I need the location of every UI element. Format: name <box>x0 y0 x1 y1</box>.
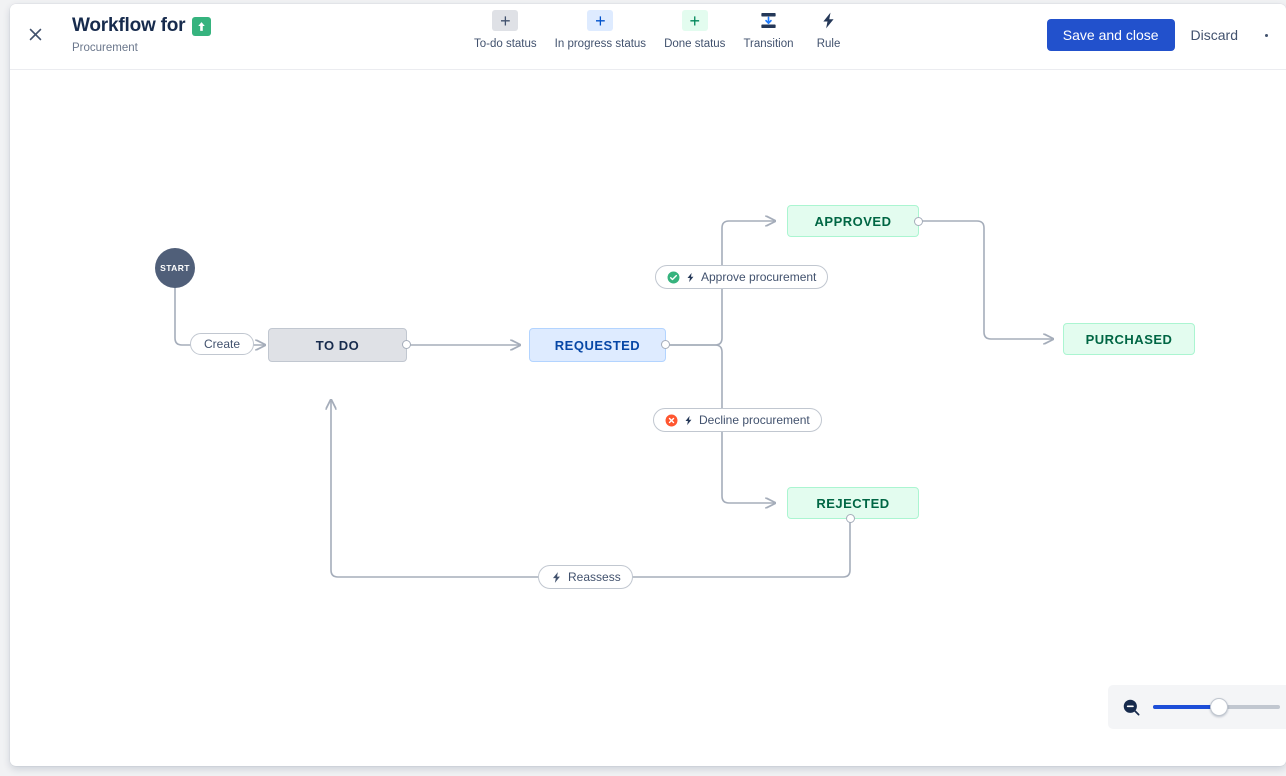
transition-icon <box>755 10 781 31</box>
toolbar-label: Transition <box>743 38 794 50</box>
status-node-label: TO DO <box>315 337 360 353</box>
port-rejected-bottom[interactable] <box>846 514 855 523</box>
transition-text: Reassess <box>568 570 621 584</box>
error-circle-icon <box>665 414 678 427</box>
bolt-icon <box>550 571 563 584</box>
zoom-control-panel <box>1108 685 1286 729</box>
bolt-icon <box>685 271 696 284</box>
port-to-do-right[interactable] <box>402 340 411 349</box>
plus-icon: + <box>492 10 519 31</box>
status-node-approved[interactable]: APPROVED <box>787 205 919 237</box>
editor-toolbar: + To-do status + In progress status + Do… <box>465 10 855 50</box>
close-icon <box>27 26 44 48</box>
page-subtitle: Procurement <box>72 42 138 54</box>
toolbar-label: Rule <box>816 38 841 50</box>
transition-text: Create <box>204 337 241 351</box>
transition-text: Decline procurement <box>699 413 810 427</box>
toolbar-item-transition[interactable]: Transition <box>734 10 802 50</box>
toolbar-label: Done status <box>664 38 726 50</box>
edge-rejected-to-reassess-right <box>614 518 851 578</box>
port-requested-right[interactable] <box>661 340 670 349</box>
title-block: Workflow for Procurement <box>72 14 212 55</box>
more-dot-icon <box>1264 33 1268 37</box>
workflow-canvas[interactable]: START TO DO REQUESTED APPROVED REJECTED … <box>10 70 1286 765</box>
workflow-editor-modal: Workflow for Procurement + To-do status … <box>10 4 1286 766</box>
transition-label-create[interactable]: Create <box>190 333 255 355</box>
header-actions: Save and close Discard <box>1046 19 1274 51</box>
edge-approved-to-purchased <box>917 220 1053 339</box>
plus-icon: + <box>681 10 708 31</box>
story-up-arrow-icon <box>192 16 212 36</box>
transition-label-decline-procurement[interactable]: Decline procurement <box>653 408 822 432</box>
zoom-slider-fill <box>1153 705 1220 709</box>
close-button[interactable] <box>18 20 52 54</box>
toolbar-item-done-status[interactable]: + Done status <box>655 10 734 50</box>
transition-text: Approve procurement <box>701 270 817 284</box>
transition-label-reassess[interactable]: Reassess <box>538 565 633 589</box>
toolbar-item-in-progress-status[interactable]: + In progress status <box>546 10 655 50</box>
page-title: Workflow for <box>72 15 186 36</box>
discard-button[interactable]: Discard <box>1179 19 1250 51</box>
start-node[interactable]: START <box>155 248 195 288</box>
status-node-requested[interactable]: REQUESTED <box>529 328 666 362</box>
status-node-label: APPROVED <box>814 213 892 229</box>
edge-layer <box>174 70 1286 578</box>
toolbar-item-todo-status[interactable]: + To-do status <box>465 10 546 50</box>
toolbar-item-rule[interactable]: Rule <box>803 10 855 50</box>
status-node-to-do[interactable]: TO DO <box>268 328 407 362</box>
edge-reassess-to-todo <box>331 400 539 578</box>
zoom-out-icon[interactable] <box>1122 698 1141 717</box>
status-node-label: REQUESTED <box>554 337 641 353</box>
bolt-icon <box>816 10 842 31</box>
editor-header: Workflow for Procurement + To-do status … <box>10 4 1286 70</box>
status-node-purchased[interactable]: PURCHASED <box>1063 323 1195 355</box>
check-circle-icon <box>667 271 680 284</box>
more-actions-button[interactable] <box>1258 19 1274 51</box>
status-node-label: PURCHASED <box>1085 331 1173 347</box>
zoom-slider[interactable] <box>1153 698 1280 716</box>
zoom-slider-thumb[interactable] <box>1210 698 1229 716</box>
plus-icon: + <box>587 10 614 31</box>
transition-label-approve-procurement[interactable]: Approve procurement <box>655 265 829 289</box>
toolbar-label: To-do status <box>474 38 537 50</box>
toolbar-label: In progress status <box>554 38 647 50</box>
port-approved-right[interactable] <box>914 217 923 226</box>
status-node-label: REJECTED <box>816 495 890 511</box>
bolt-icon <box>683 414 694 427</box>
save-and-close-button[interactable]: Save and close <box>1046 19 1175 51</box>
edge-start-to-create <box>174 287 191 346</box>
